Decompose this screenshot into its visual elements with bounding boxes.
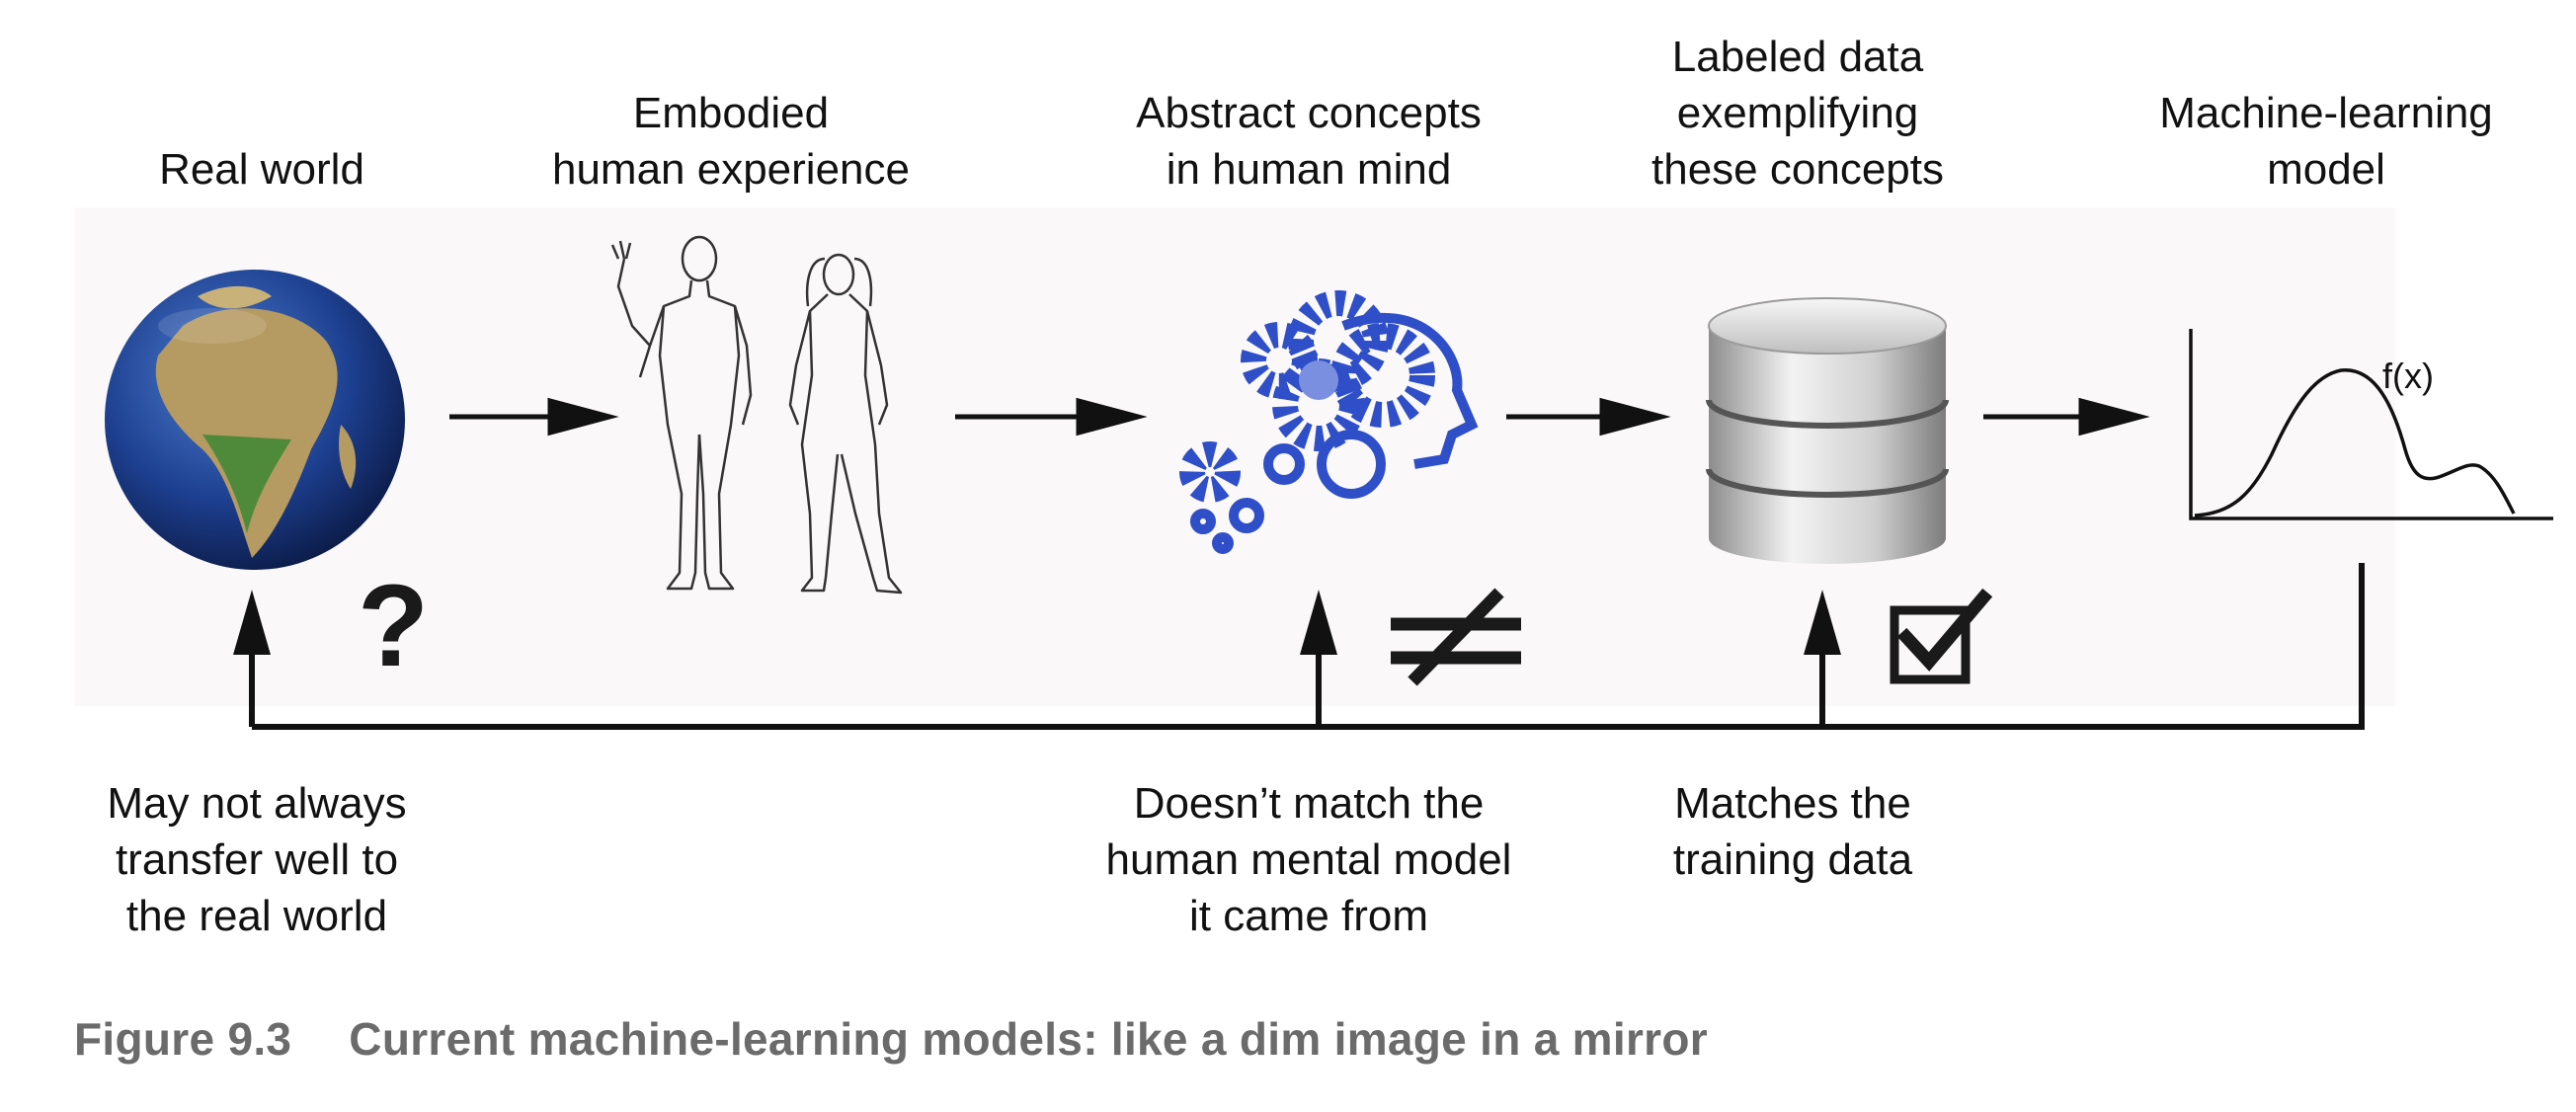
stage-label-real-world: Real world — [159, 145, 364, 194]
question-mark-icon: ? — [357, 561, 430, 691]
feedback-label-mental-model: Doesn’t match the human mental model it … — [1105, 779, 1512, 940]
figure-number: Figure 9.3 — [74, 1013, 292, 1065]
stage-label-ml-model: Machine-learning model — [2159, 89, 2493, 194]
arrow-right-icon — [1983, 397, 2150, 437]
database-icon — [1706, 297, 1949, 564]
human-figures-icon — [610, 235, 903, 595]
feedback-loop — [233, 563, 2365, 730]
male-figure-icon — [610, 235, 753, 591]
female-figure-icon — [788, 253, 903, 595]
arrow-up-icon — [1300, 590, 1337, 727]
arrow-right-icon — [449, 397, 619, 437]
forward-arrows — [449, 397, 2150, 437]
arrow-right-icon — [955, 397, 1148, 437]
gears-head-icon — [1179, 290, 1479, 554]
arrow-up-icon — [1804, 590, 1841, 727]
feedback-label-real-world: May not always transfer well to the real… — [107, 779, 407, 940]
plot-function-label: f(x) — [2382, 356, 2434, 396]
stage-label-abstract-concepts: Abstract concepts in human mind — [1136, 89, 1482, 194]
stage-label-labeled-data: Labeled data exemplifying these concepts — [1651, 33, 1944, 194]
not-equal-icon — [1391, 588, 1521, 686]
arrow-up-icon — [233, 590, 271, 727]
figure-caption-text: Current machine-learning models: like a … — [349, 1013, 1708, 1065]
feedback-label-training-data: Matches the training data — [1672, 779, 1913, 884]
function-plot-icon — [2189, 329, 2553, 520]
stage-label-human-experience: Embodied human experience — [551, 89, 910, 194]
figure-caption: Figure 9.3 Current machine-learning model… — [74, 1012, 1708, 1066]
arrow-right-icon — [1506, 397, 1671, 437]
checkbox-checked-icon — [1890, 588, 1993, 684]
globe-icon — [105, 270, 405, 570]
